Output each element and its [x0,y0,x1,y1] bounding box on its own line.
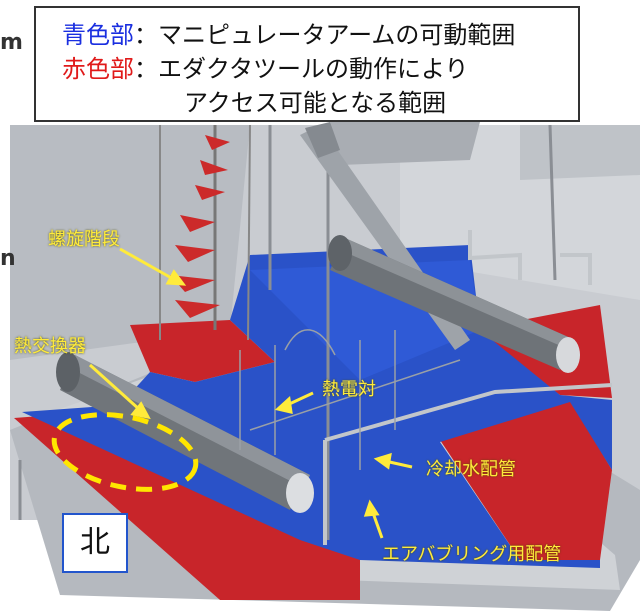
heat-exchanger-back [328,235,580,373]
legend-box: 青色部：マニピュレータアームの可動範囲 赤色部：エダクタツールの動作により アク… [34,6,580,122]
vertical-pipes [18,124,557,540]
legend-red-text: ：エダクタツールの動作により [134,55,469,83]
label-thermocouple: 熱電対 [322,379,376,400]
cooling-water-pipes [323,230,613,545]
legend-blue-text: ：マニピュレータアームの可動範囲 [134,21,516,49]
legend-red-key: 赤色部 [62,55,134,83]
edge-letter-2: n [0,246,16,271]
highlight-ellipse [51,412,199,492]
edge-letter-1: m [0,30,23,55]
label-cooling-pipe: 冷却水配管 [426,459,516,480]
legend-blue-key: 青色部 [62,21,134,49]
label-arrows [88,247,413,539]
legend-red-text-cont: アクセス可能となる範囲 [184,89,447,117]
thermocouple-wires [239,329,461,470]
label-spiral-stairs: 螺旋階段 [48,229,120,250]
label-heat-exchanger: 熱交換器 [14,336,86,357]
legend-row-blue: 青色部：マニピュレータアームの可動範囲 [62,18,578,52]
label-air-bubbling-pipe: エアバブリング用配管 [382,544,562,565]
legend-row-red: 赤色部：エダクタツールの動作により [62,52,578,86]
north-indicator: 北 [62,513,128,573]
